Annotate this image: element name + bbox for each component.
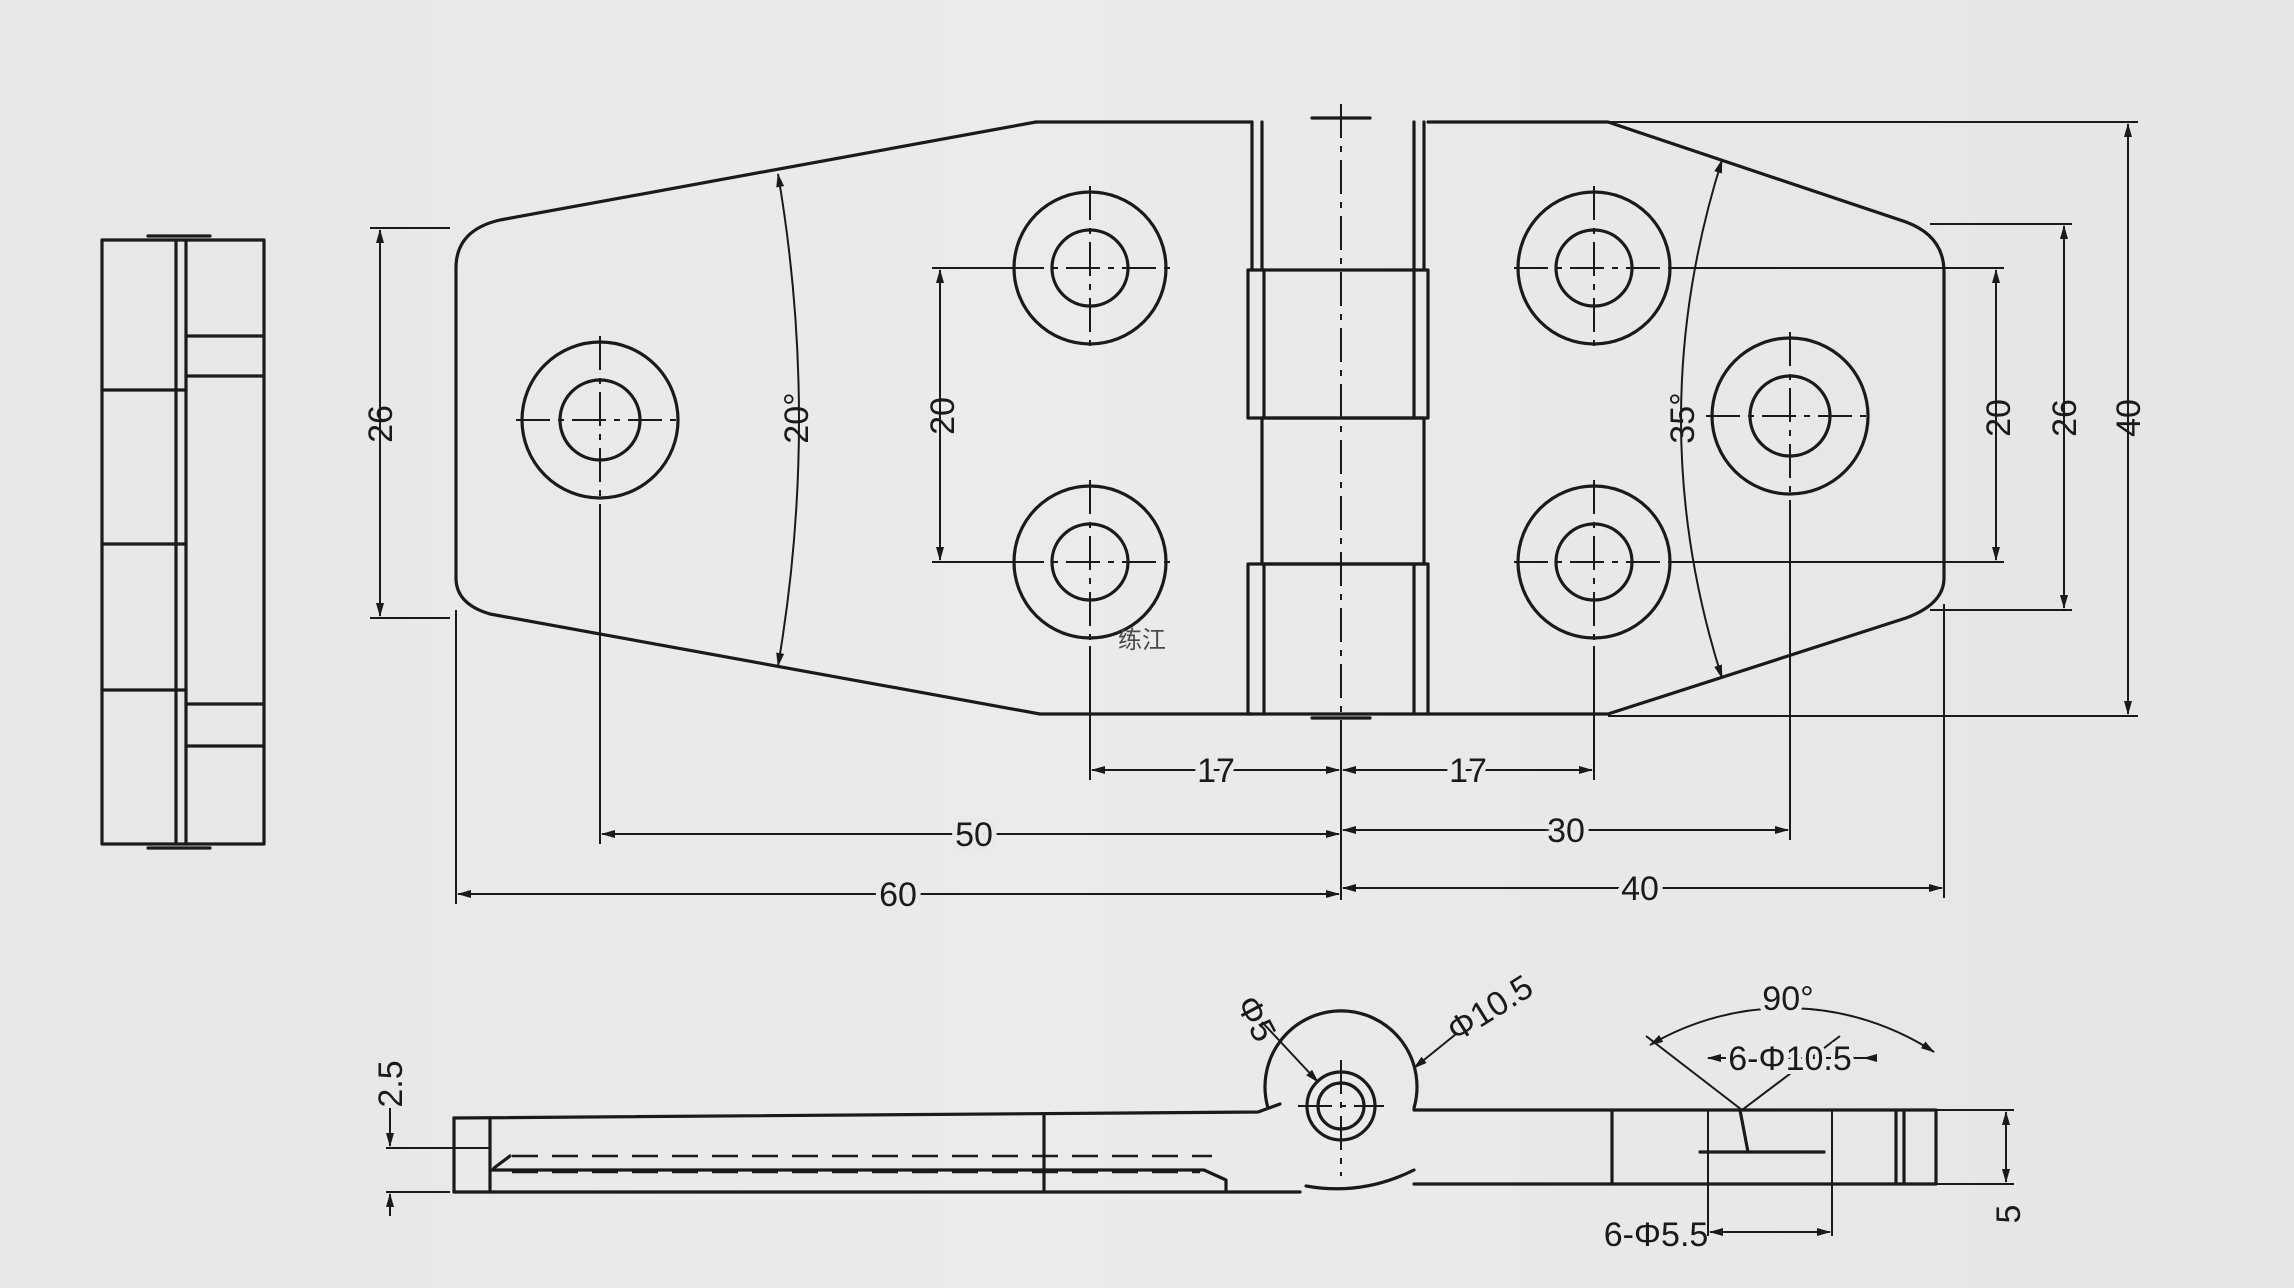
dim-20-mid: 20 [924,397,962,435]
dim-40-right: 40 [2110,399,2148,437]
left-leaf-outline [454,120,1042,716]
hole-mid-top [1010,186,1170,352]
dimension-labels: 26 20° 20 35° 20 26 40 17 17 50 30 60 40… [362,392,2148,1254]
dim-26-right: 26 [2046,399,2084,437]
dim-5-thickness: 5 [1990,1205,2028,1224]
dim-20-right: 20 [1980,399,2018,437]
dim-20deg: 20° [778,392,816,443]
dim-60: 60 [879,876,917,914]
dim-dia10-5: Φ10.5 [1441,968,1540,1050]
dim-30: 30 [1547,812,1585,850]
watermark-text: 练江 [1118,626,1166,654]
right-leaf-outline [1426,120,1946,716]
side-view [100,234,266,850]
dim-90deg: 90° [1762,980,1813,1018]
dim-40-bottom: 40 [1621,870,1659,908]
right-leaf [1426,120,1946,716]
knuckles [1246,104,1430,730]
dim-17-right: 17 [1449,752,1487,790]
dim-2-5: 2.5 [372,1060,410,1107]
side-view-outline [100,238,266,846]
dimensions-top [370,121,2138,904]
dim-35deg: 35° [1664,392,1702,443]
dim-6-holes-5-5: 6-Φ5.5 [1604,1216,1709,1254]
hole-right-mid [1706,332,1874,500]
left-leaf [454,120,1254,716]
dim-17-left: 17 [1197,752,1235,790]
dim-50: 50 [955,816,993,854]
hole-right-top [1514,186,1674,352]
holes [516,186,1874,646]
hole-mid-bottom [1010,480,1170,646]
front-view [386,1007,2014,1236]
dim-dia5: Φ5 [1228,990,1283,1048]
dim-6-holes-10-5: 6-Φ10.5 [1728,1040,1852,1078]
hole-left [516,336,684,504]
hole-right-bottom [1514,480,1674,646]
dim-26-left: 26 [362,405,400,443]
